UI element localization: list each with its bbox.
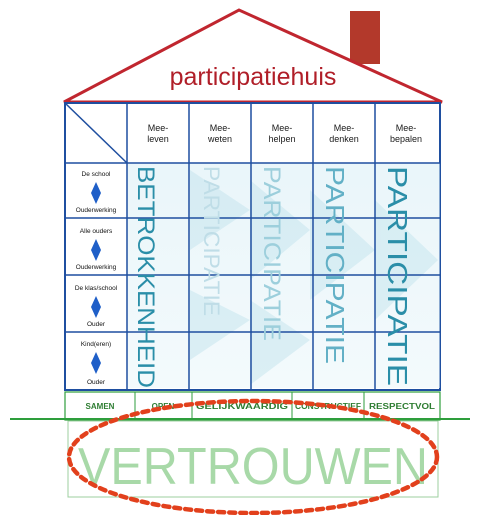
house-title: participatiehuis (170, 63, 337, 91)
header-diagonal (64, 102, 128, 164)
column-header-5-line2: bepalen (390, 134, 422, 144)
vertical-label-participatie-3: PARTICIPATIE (320, 166, 350, 364)
vertical-label-participatie-4: PARTICIPATIE (382, 166, 413, 386)
highlight-ellipse (66, 398, 440, 515)
row-1-arrow-icon (91, 182, 101, 204)
cloud-streaks (190, 170, 438, 385)
foundation-label-respectvol: RESPECTVOL (369, 402, 435, 411)
column-header-2-line1: Mee- (210, 123, 231, 133)
chimney (350, 11, 380, 64)
grid-lines (65, 103, 440, 391)
row-3-bottom-label: Ouder (87, 321, 106, 328)
row-3-top-label: De klas/school (75, 285, 118, 292)
base-word: VERTROUWEN (78, 438, 428, 496)
column-header-3-line1: Mee- (272, 123, 293, 133)
row-3-arrow-icon (91, 296, 101, 318)
foundation-label-gelijkwaardig: GELIJKWAARDIG (196, 402, 288, 411)
row-labels: De school Ouderwerking Alle ouders Ouder… (75, 171, 118, 386)
column-header-3-line2: helpen (268, 134, 295, 144)
row-2-top-label: Alle ouders (80, 228, 113, 235)
column-header-2-line2: weten (207, 134, 232, 144)
row-2-arrow-icon (91, 239, 101, 261)
row-4-bottom-label: Ouder (87, 379, 106, 386)
column-header-1-line2: leven (147, 134, 169, 144)
row-4-arrow-icon (91, 352, 101, 374)
row-1-top-label: De school (82, 171, 111, 178)
column-header-4-line2: denken (329, 134, 359, 144)
row-4-top-label: Kind(eren) (81, 341, 111, 348)
column-headers: Mee- leven Mee- weten Mee- helpen Mee- d… (147, 123, 422, 144)
vertical-label-participatie-2: PARTICIPATIE (258, 166, 285, 341)
foundation-label-samen: SAMEN (86, 402, 115, 411)
vertical-label-participatie-1: PARTICIPATIE (199, 166, 224, 316)
row-1-bottom-label: Ouderwerking (76, 207, 117, 214)
column-header-1-line1: Mee- (148, 123, 169, 133)
row-2-bottom-label: Ouderwerking (76, 264, 117, 271)
column-header-5-line1: Mee- (396, 123, 417, 133)
column-header-4-line1: Mee- (334, 123, 355, 133)
vertical-label-betrokkenheid: BETROKKENHEID (132, 166, 159, 388)
vertical-labels: BETROKKENHEID PARTICIPATIE PARTICIPATIE … (132, 166, 413, 388)
